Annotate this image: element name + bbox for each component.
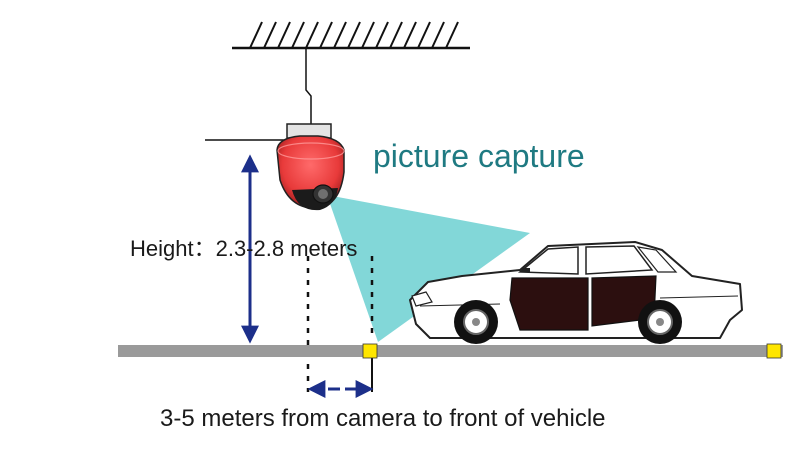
ceiling-hatch-icon <box>232 21 470 50</box>
picture-capture-label: picture capture <box>373 138 585 174</box>
capture-cone <box>327 195 530 342</box>
mount-rod <box>305 48 312 126</box>
height-label: Height：2.3-2.8 meters <box>130 236 358 261</box>
ground-marker-camera <box>362 343 378 359</box>
sedan-car-icon <box>409 241 743 344</box>
distance-label: 3-5 meters from camera to front of vehic… <box>160 405 606 432</box>
dome-camera-icon <box>276 123 345 211</box>
ground-strip <box>118 345 783 357</box>
ground-marker-end <box>766 343 782 359</box>
